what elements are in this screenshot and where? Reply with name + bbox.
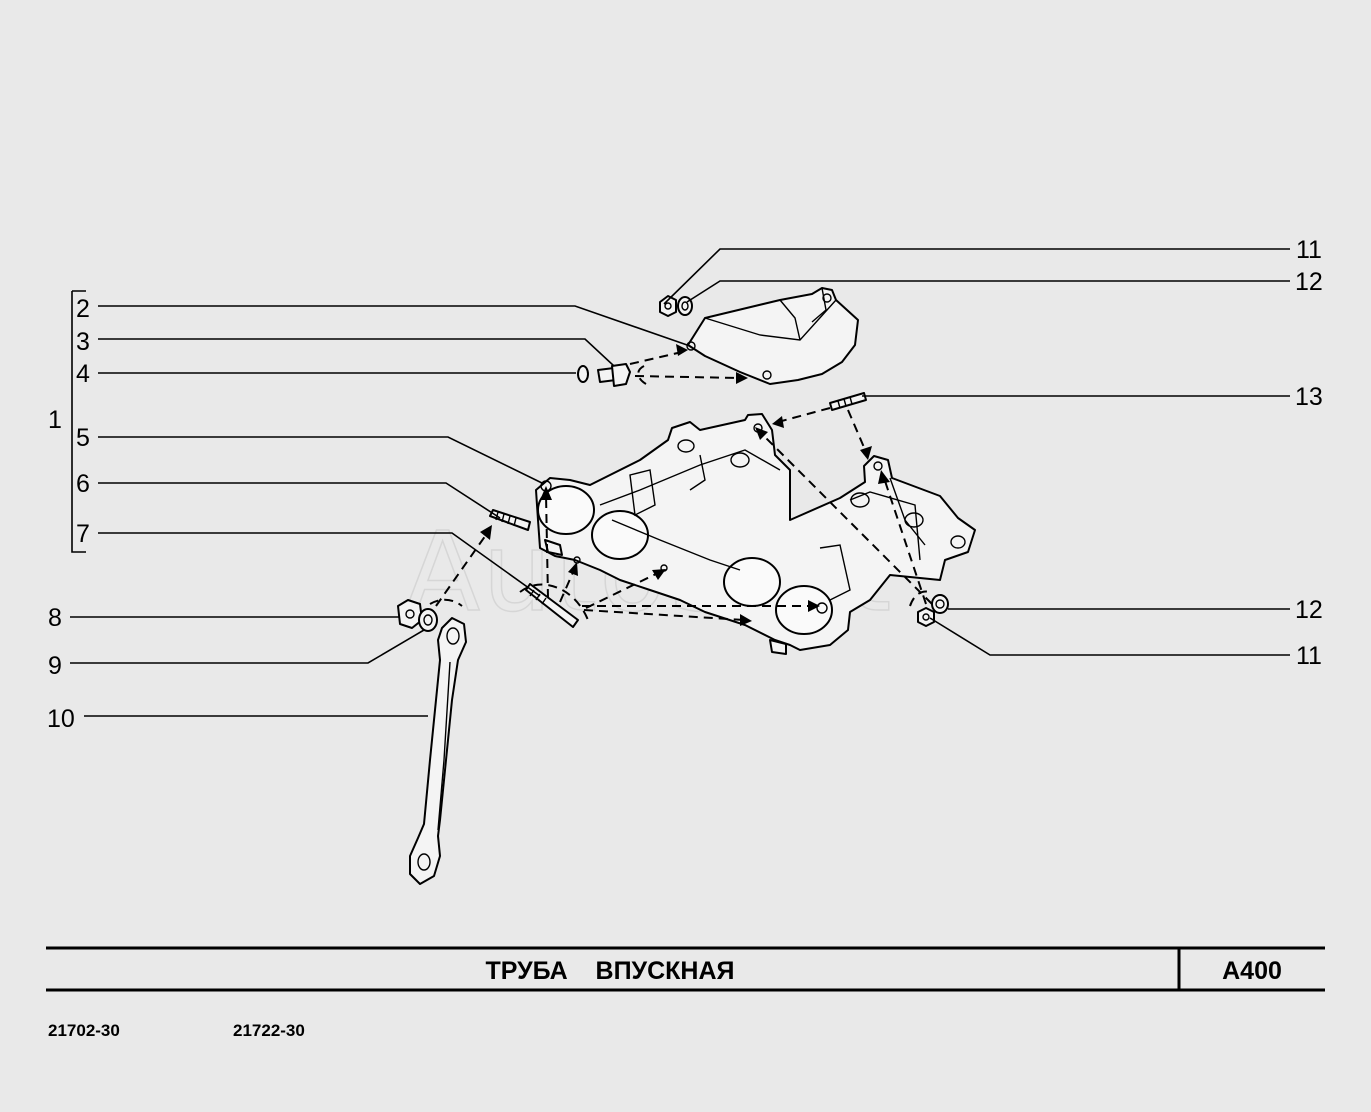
washer-4-part [577,365,589,383]
nut-11-bottom-part [917,607,935,627]
diagram-code: A400 [1222,957,1282,985]
heat-shield-part [686,287,859,385]
washer-9-part [418,608,438,632]
callout-3: 3 [76,328,90,356]
diagram-title: ТРУБА ВПУСКНАЯ [486,957,735,985]
callout-11-bottom: 11 [1296,642,1322,670]
callout-13: 13 [1295,383,1323,411]
callout-5: 5 [76,424,90,452]
callout-2: 2 [76,295,90,323]
callout-9: 9 [48,652,62,680]
bracket-10-part [409,617,467,885]
callout-1: 1 [48,406,62,434]
callout-6: 6 [76,470,90,498]
callout-7: 7 [76,520,90,548]
callout-12-top: 12 [1295,268,1323,296]
model-code-2: 21722-30 [233,1021,305,1040]
stud-13-part [829,392,867,411]
model-code-1: 21702-30 [48,1021,120,1040]
assembly-paths [429,344,933,626]
leader-lines [70,248,1290,717]
nut-11-top-part [659,295,677,317]
callout-12-bottom: 12 [1295,596,1323,624]
washer-12-bottom-part [931,594,949,614]
title-block: ТРУБА ВПУСКНАЯ A400 [46,946,1325,992]
callout-10: 10 [47,705,75,733]
bolt-3-part [597,363,631,387]
intake-manifold-part [535,413,976,655]
callout-4: 4 [76,360,90,388]
callout-11-top: 11 [1296,236,1322,264]
callout-8: 8 [48,604,62,632]
nut-8-part [397,599,423,629]
